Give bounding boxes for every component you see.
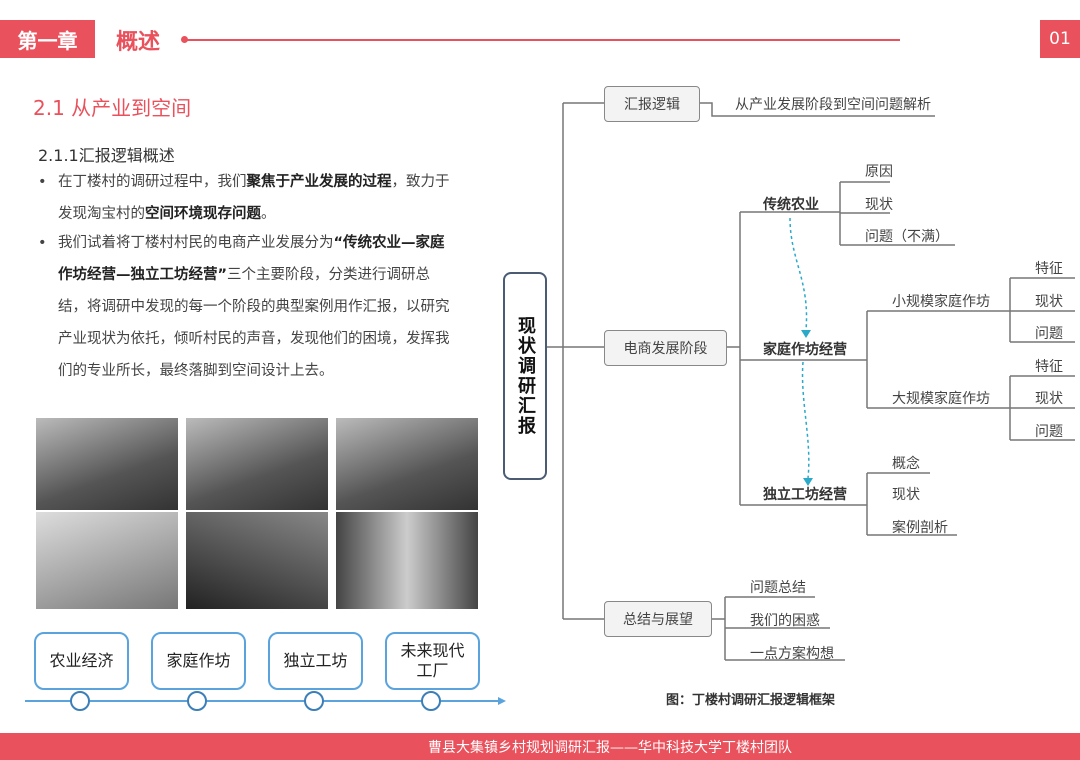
- mindmap-stage: 家庭作坊经营: [763, 342, 847, 358]
- mindmap-leaf: 概念: [892, 456, 920, 472]
- photo-office: [36, 512, 178, 609]
- timeline-node: [187, 691, 207, 711]
- mindmap-leaf: 一点方案构想: [750, 646, 834, 662]
- mindmap-root: 现状调研汇报: [503, 272, 547, 480]
- timeline-stage: 独立工坊: [268, 632, 363, 690]
- photo-industrial-park-gate: [336, 418, 478, 510]
- photo-village-road: [36, 418, 178, 510]
- mindmap-leaf: 案例剖析: [892, 520, 948, 536]
- page-number: 01: [1040, 20, 1080, 58]
- timeline-stage: 未来现代工厂: [385, 632, 480, 690]
- header-divider: [184, 39, 900, 41]
- photo-factory: [336, 512, 478, 609]
- text: 在丁楼村的调研过程中，我们: [58, 174, 247, 190]
- timeline-axis: [25, 697, 506, 705]
- text: 我们试着将丁楼村村民的电商产业发展分为: [58, 235, 334, 251]
- mindmap-leaf: 现状: [865, 197, 893, 213]
- timeline-stage: 家庭作坊: [151, 632, 246, 690]
- mindmap-stage: 传统农业: [763, 197, 819, 213]
- mindmap-stage: 独立工坊经营: [763, 487, 847, 503]
- mindmap-leaf: 问题总结: [750, 580, 806, 596]
- footer-bar: 曹县大集镇乡村规划调研汇报——华中科技大学丁楼村团队: [0, 733, 1080, 760]
- mindmap-branch-summary: 总结与展望: [604, 601, 712, 637]
- photo-workshop: [186, 512, 328, 609]
- mindmap-leaf: 特征: [1035, 359, 1063, 375]
- mindmap-node: 小规模家庭作坊: [892, 294, 990, 310]
- mindmap-leaf: 原因: [865, 164, 893, 180]
- photo-houses: [186, 418, 328, 510]
- mindmap-leaf: 问题: [1035, 326, 1063, 342]
- bullet-1: 在丁楼村的调研过程中，我们聚焦于产业发展的过程，致力于发现淘宝村的空间环境现存问…: [38, 166, 458, 230]
- mindmap-branch-logic: 汇报逻辑: [604, 86, 700, 122]
- mindmap-leaf: 现状: [892, 487, 920, 503]
- section-title: 2.1 从产业到空间: [33, 96, 192, 120]
- bold-text: 聚焦于产业发展的过程: [246, 174, 392, 190]
- mindmap-leaf: 问题: [1035, 424, 1063, 440]
- text: ，致力于发现淘宝村的: [58, 174, 450, 222]
- mindmap-leaf: 我们的困惑: [750, 613, 820, 629]
- mindmap-leaf: 问题（不满）: [865, 229, 949, 245]
- bold-text: “传统农业—家庭作坊经营—独立工坊经营”: [58, 235, 445, 283]
- timeline-node: [421, 691, 441, 711]
- mindmap-leaf: 从产业发展阶段到空间问题解析: [735, 97, 931, 113]
- text: 。: [261, 206, 276, 222]
- subsection-title: 2.1.1汇报逻辑概述: [38, 146, 175, 165]
- header-divider-dot: [181, 36, 188, 43]
- timeline-node: [304, 691, 324, 711]
- text: 三个主要阶段，分类进行调研总结，将调研中发现的每一个阶段的典型案例用作汇报，以研…: [58, 267, 450, 379]
- mindmap-branch-stages: 电商发展阶段: [604, 330, 727, 366]
- mindmap-node: 大规模家庭作坊: [892, 391, 990, 407]
- mindmap-leaf: 特征: [1035, 261, 1063, 277]
- figure-caption: 图：丁楼村调研汇报逻辑框架: [666, 693, 836, 708]
- mindmap-leaf: 现状: [1035, 294, 1063, 310]
- bullet-2: 我们试着将丁楼村村民的电商产业发展分为“传统农业—家庭作坊经营—独立工坊经营”三…: [38, 227, 458, 387]
- mindmap-leaf: 现状: [1035, 391, 1063, 407]
- bold-text: 空间环境现存问题: [145, 206, 261, 222]
- chapter-title: 概述: [116, 30, 161, 55]
- timeline-node: [70, 691, 90, 711]
- chapter-badge: 第一章: [0, 20, 95, 58]
- timeline-stage: 农业经济: [34, 632, 129, 690]
